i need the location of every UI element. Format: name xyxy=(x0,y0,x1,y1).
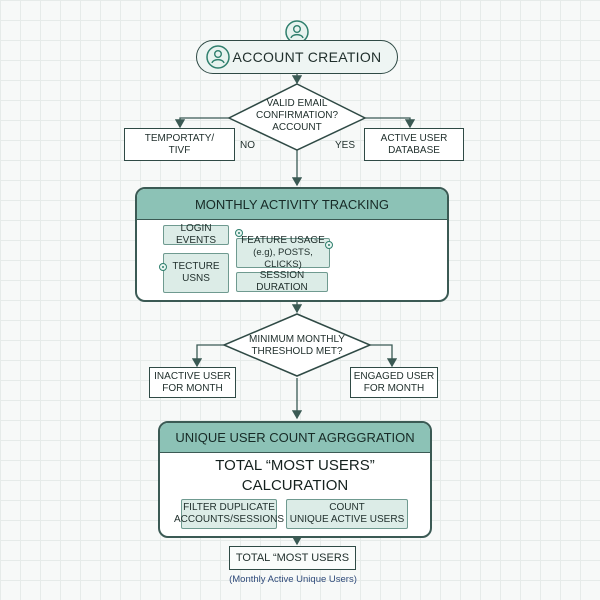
arrow-decision1-yes xyxy=(365,117,416,129)
total-result-subtitle: (Monthly Active Unique Users) xyxy=(229,574,357,585)
decision2-line: MINIMUM MONTHLY xyxy=(249,334,345,345)
arrow-decision1-no xyxy=(174,117,229,129)
no-label: NO xyxy=(240,140,255,151)
count-unique-chip: COUNT UNIQUE ACTIVE USERS xyxy=(286,499,408,529)
total-calculation-line: CALCURATION xyxy=(241,477,349,494)
decision1-line: VALID EMAIL xyxy=(266,98,328,109)
engaged-user-node: ENGAGED USER FOR MONTH xyxy=(350,367,438,398)
account-user-icon xyxy=(206,45,230,69)
aggregation-panel: UNIQUE USER COUNT AGRGGRATION xyxy=(158,421,432,538)
active-user-database-node: ACTIVE USER DATABASE xyxy=(364,128,464,161)
engaged-line: ENGAGED USER xyxy=(353,370,435,382)
aggregation-title: UNIQUE USER COUNT AGRGGRATION xyxy=(175,430,415,445)
arrow-decision2-inactive xyxy=(191,344,224,368)
decision1-text: VALID EMAIL CONFIRMATION? ACCOUNT xyxy=(244,98,350,134)
login-events-label: LOGIN EVENTS xyxy=(175,223,216,246)
tecture-line: TECTURE xyxy=(172,261,220,272)
temporary-line: TIVF xyxy=(168,144,191,156)
decision1-line: CONFIRMATION? xyxy=(255,110,339,121)
engaged-line: FOR MONTH xyxy=(363,382,425,394)
session-duration-label: SESSION DURATION xyxy=(256,270,308,293)
decision1-line: ACCOUNT xyxy=(272,122,322,133)
count-line: COUNT xyxy=(329,502,365,513)
tecture-node-icon xyxy=(159,263,167,271)
inactive-line: INACTIVE USER xyxy=(154,370,231,382)
monthly-activity-title: MONTHLY ACTIVITY TRACKING xyxy=(194,196,390,212)
decision2-diamond xyxy=(222,313,372,377)
aggregation-header: UNIQUE USER COUNT AGRGGRATION xyxy=(160,423,430,453)
temporary-line: TEMPORTATY/ xyxy=(144,132,215,144)
total-result-title: TOTAL “MOST USERS xyxy=(235,552,350,564)
arrow-decision2-engaged xyxy=(370,344,398,368)
filter-duplicate-chip: FILTER DUPLICATE ACCOUNTS/SESSIONS xyxy=(174,499,284,529)
temporary-node: TEMPORTATY/ TIVF xyxy=(124,128,235,161)
feature-usage-line: FEATURE USAGE xyxy=(241,235,325,246)
decision1-diamond xyxy=(227,83,367,151)
account-creation-title: ACCOUNT CREATION xyxy=(232,49,382,65)
inactive-line: FOR MONTH xyxy=(162,382,223,394)
filter-line: ACCOUNTS/SESSIONS xyxy=(173,514,285,525)
active-user-line: DATABASE xyxy=(388,144,440,156)
decision2-text: MINIMUM MONTHLY THRESHOLD MET? xyxy=(244,334,350,358)
feature-usage-line: (e.g), POSTS, CLICKS) xyxy=(253,247,313,270)
active-user-line: ACTIVE USER xyxy=(380,132,448,144)
tecture-chip: TECTURE USNS xyxy=(163,253,229,293)
session-duration-chip: SESSION DURATION xyxy=(236,270,328,293)
login-events-chip: LOGIN EVENTS xyxy=(163,223,229,246)
monthly-activity-header: MONTHLY ACTIVITY TRACKING xyxy=(137,189,447,220)
yes-label: YES xyxy=(335,140,356,151)
feature-usage-right-icon xyxy=(325,241,333,249)
total-calculation-line: TOTAL “MOST USERS” xyxy=(215,457,375,474)
count-line: UNIQUE ACTIVE USERS xyxy=(289,514,405,525)
tecture-line: USNS xyxy=(182,273,210,284)
inactive-user-node: INACTIVE USER FOR MONTH xyxy=(149,367,236,398)
feature-usage-chip: FEATURE USAGE (e.g), POSTS, CLICKS) xyxy=(236,235,330,270)
decision2-line: THRESHOLD MET? xyxy=(251,346,343,357)
total-calculation-text: TOTAL “MOST USERS” CALCURATION xyxy=(178,456,412,496)
feature-usage-left-icon xyxy=(235,229,243,237)
total-result-node: TOTAL “MOST USERS xyxy=(229,546,356,570)
filter-line: FILTER DUPLICATE xyxy=(183,502,275,513)
